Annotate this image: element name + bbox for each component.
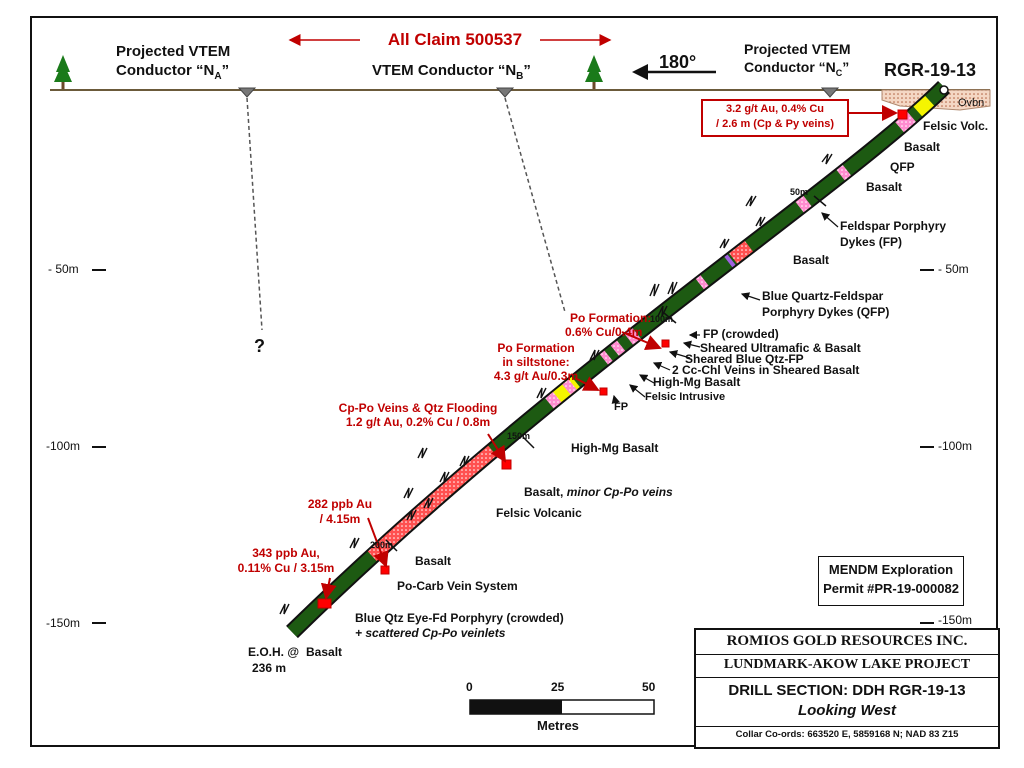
depth-label-100-left: -100m (46, 439, 81, 453)
collar-coordinates: Collar Co-ords: 663520 E, 5859168 N; NAD… (735, 729, 959, 740)
permit-box: MENDM Exploration Permit #PR-19-000082 (818, 556, 964, 606)
hole-depth-100: 100m (650, 314, 674, 324)
depth-label-50-right: - 50m (938, 262, 969, 276)
qfp-label: QFP (890, 160, 915, 174)
fp-dykes-label-2: Dykes (FP) (840, 235, 903, 249)
outer-frame (30, 16, 998, 747)
vtem-a-label-line1: Projected VTEM (116, 43, 231, 60)
ppb282-assay-line1: 282 ppb Au (307, 497, 373, 511)
bqfp-label-2: Porphyry Dykes (QFP) (762, 305, 890, 319)
depth-label-150-left: -150m (46, 616, 81, 630)
basalt-label-2: Basalt (866, 180, 903, 194)
depth-ticks (92, 269, 934, 624)
top-assay-box (701, 99, 849, 137)
conductor-b-projection (504, 97, 566, 313)
vtem-a-label-line2: Conductor “NA” (116, 62, 230, 82)
po-siltstone-assay-line3: 4.3 g/t Au/0.3m (493, 369, 579, 383)
eoh-label-1: E.O.H. @ (248, 645, 300, 659)
cc-chl-veins-label: 2 Cc-Chl Veins in Sheared Basalt (672, 363, 860, 377)
depth-label-50-left: - 50m (48, 262, 79, 276)
scale-unit-label: Metres (537, 718, 579, 733)
cp-po-assay-line2: 1.2 g/t Au, 0.2% Cu / 0.8m (345, 415, 491, 429)
vein-squiggles (279, 153, 833, 615)
view-direction: Looking West (797, 702, 897, 719)
felsic-intrusive-label: Felsic Intrusive (645, 391, 726, 403)
eoh-label-2: 236 m (252, 661, 287, 675)
basalt-label-3: Basalt (793, 253, 830, 267)
scale-label-50: 50 (642, 680, 656, 694)
blue-qtz-porphyry-label-2: + scattered Cp-Po veinlets (355, 626, 506, 640)
permit-line2: Permit #PR-19-000082 (823, 581, 959, 596)
claim-label: All Claim 500537 (387, 30, 523, 49)
po-formation-assay-line1: Po Formation: (570, 311, 652, 325)
section-title: DRILL SECTION: DDH RGR-19-13 (728, 682, 966, 699)
felsic-volc-label: Felsic Volc. (923, 119, 989, 133)
ppb282-assay-line2: / 4.15m (319, 512, 361, 526)
ppb343-assay-line1: 343 ppb Au, (252, 546, 320, 560)
basalt-label-1: Basalt (904, 140, 941, 154)
lithology-leaders (611, 212, 839, 405)
depth-label-150-right: -150m (938, 613, 973, 627)
tree-icon-right (585, 55, 603, 89)
conductor-c-marker-icon (820, 87, 840, 98)
tree-icon-left (54, 55, 72, 89)
conductor-a-projection (246, 97, 263, 331)
hole-depth-150: 150m (507, 431, 531, 441)
company-name: ROMIOS GOLD RESOURCES INC. (726, 633, 968, 649)
scale-label-0: 0 (466, 680, 473, 694)
top-assay-line1: 3.2 g/t Au, 0.4% Cu (725, 103, 824, 115)
ppb343-assay-line2: 0.11% Cu / 3.15m (237, 561, 335, 575)
hole-depth-ticks (385, 195, 827, 552)
scale-label-25: 25 (551, 680, 565, 694)
felsic-volcanic-label: Felsic Volcanic (496, 506, 582, 520)
basalt-minor-veins-label: Basalt, minor Cp-Po veins (524, 485, 673, 499)
conductor-b-marker-icon (495, 87, 515, 98)
depth-label-100-right: -100m (938, 439, 973, 453)
vtem-c-label-line1: Projected VTEM (744, 41, 851, 57)
ovbn-label: Ovbn (958, 97, 985, 109)
scale-bar-fill (470, 700, 562, 714)
sheared-blue-qtz-label: Sheared Blue Qtz-FP (685, 352, 804, 366)
fp-label: FP (614, 401, 629, 413)
bqfp-label-1: Blue Quartz-Feldspar (762, 289, 884, 303)
high-mg-basalt-label-2: High-Mg Basalt (571, 441, 659, 455)
assay-leaders (320, 105, 898, 600)
po-siltstone-assay-line2: in siltstone: (502, 355, 570, 369)
fp-dykes-label-1: Feldspar Porphyry (840, 219, 947, 233)
sheared-ultramafic-label: Sheared Ultramafic & Basalt (700, 341, 861, 355)
po-carb-label: Po-Carb Vein System (397, 579, 518, 593)
vtem-c-label-line2: Conductor “NC” (744, 59, 850, 78)
assay-markers (317, 109, 908, 609)
hole-depth-50: 50m (790, 187, 809, 197)
collar-icon (939, 85, 949, 95)
po-siltstone-assay-line1: Po Formation (497, 341, 575, 355)
blue-qtz-porphyry-label-1: Blue Qtz Eye-Fd Porphyry (crowded) (355, 611, 564, 625)
azimuth-arrow-icon (632, 64, 716, 80)
conductor-a-marker-icon (237, 87, 257, 98)
high-mg-basalt-label-1: High-Mg Basalt (653, 375, 741, 389)
po-formation-assay-line2: 0.6% Cu/0.4m (565, 325, 643, 339)
vtem-b-label: VTEM Conductor “NB” (372, 62, 531, 82)
project-name: LUNDMARK-AKOW LAKE PROJECT (723, 657, 971, 672)
unknown-extent-mark: ? (254, 336, 265, 356)
hole-id-label: RGR-19-13 (884, 60, 977, 80)
hole-depth-200: 200m (370, 540, 394, 550)
azimuth-label: 180° (659, 52, 697, 72)
fp-crowded-label: FP (crowded) (703, 327, 779, 341)
title-block: ROMIOS GOLD RESOURCES INC. LUNDMARK-AKOW… (694, 628, 1000, 749)
top-assay-line2: / 2.6 m (Cp & Py veins) (716, 118, 834, 130)
basalt-label-5: Basalt (306, 645, 343, 659)
drill-hole-blue-qtz-porphyry (287, 82, 949, 637)
basalt-label-4: Basalt (415, 554, 452, 568)
permit-line1: MENDM Exploration (828, 562, 954, 577)
cp-po-assay-line1: Cp-Po Veins & Qtz Flooding (338, 401, 498, 415)
